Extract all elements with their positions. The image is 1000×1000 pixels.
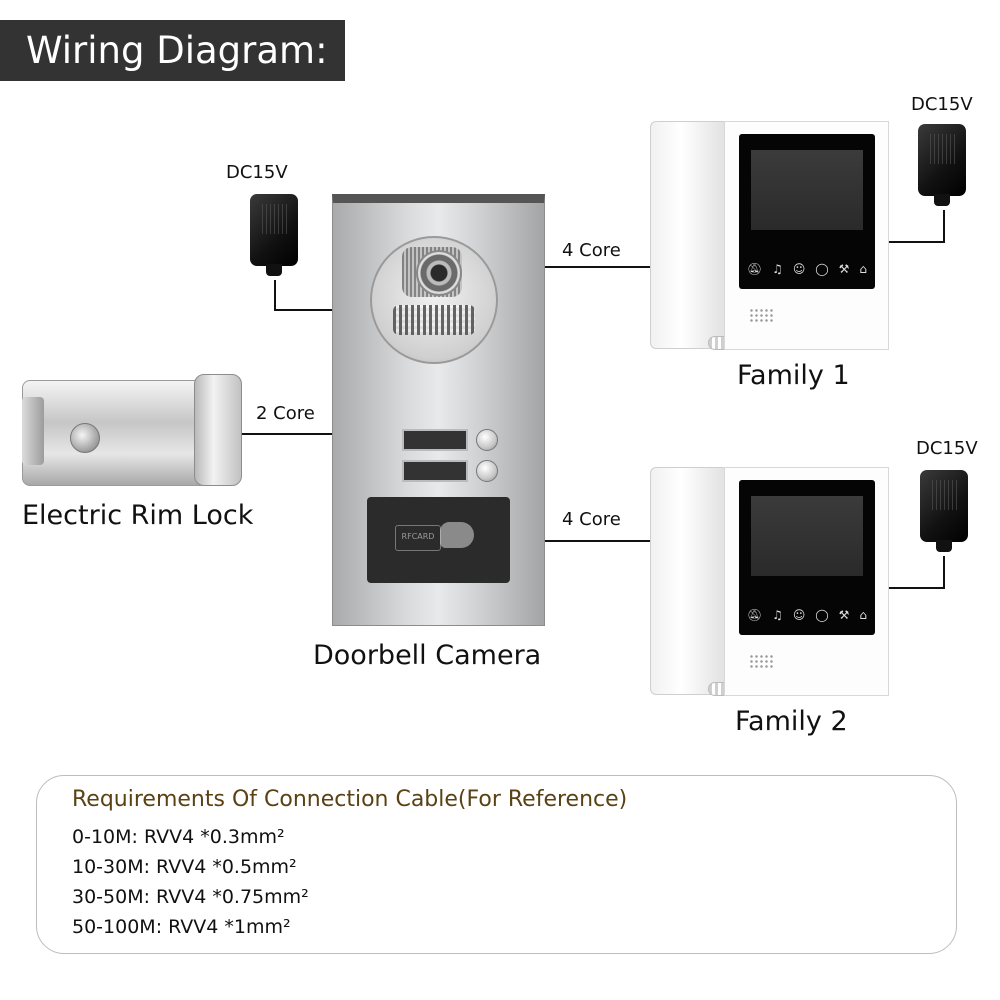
requirement-line: 50-100M: RVV4 *1mm² xyxy=(72,916,291,938)
rfid-hand-icon xyxy=(440,522,474,548)
wire-lock xyxy=(242,433,332,435)
call-button-1 xyxy=(476,429,498,451)
power-label-family-1: DC15V xyxy=(911,94,973,115)
family-2-label: Family 2 xyxy=(735,706,848,737)
mute-icon: 🔕︎ xyxy=(747,262,763,276)
family-2-lcd xyxy=(751,496,863,576)
monitor-icon: ◯ xyxy=(815,262,829,276)
camera-lens-icon xyxy=(416,250,462,296)
power-label-left: DC15V xyxy=(226,162,288,183)
cable-label-lock: 2 Core xyxy=(256,403,315,424)
family-2-screen: 🔕︎ ♫ ☺ ◯ ⚒ ⌂ xyxy=(739,480,875,635)
key-icon: ⚒ xyxy=(838,608,850,622)
cable-label-family-2: 4 Core xyxy=(562,509,621,530)
cable-label-family-1: 4 Core xyxy=(562,240,621,261)
wire-family-1-power-horizontal xyxy=(888,241,945,243)
family-2-monitor: 🔕︎ ♫ ☺ ◯ ⚒ ⌂ xyxy=(724,467,889,696)
rim-lock-side-housing xyxy=(194,374,242,486)
family-2-handset xyxy=(650,467,728,695)
requirements-title: Requirements Of Connection Cable(For Ref… xyxy=(72,787,628,812)
rim-lock-label: Electric Rim Lock xyxy=(22,500,254,531)
requirement-line: 0-10M: RVV4 *0.3mm² xyxy=(72,826,285,848)
rfid-card-icon: RFCARD xyxy=(395,525,441,551)
family-1-handset xyxy=(650,121,728,349)
family-2-mic-grille xyxy=(749,654,775,668)
page-title: Wiring Diagram: xyxy=(0,20,345,81)
mute-icon: 🔕︎ xyxy=(747,608,763,622)
family-1-monitor: 🔕︎ ♫ ☺ ◯ ⚒ ⌂ xyxy=(724,121,889,350)
power-label-family-2: DC15V xyxy=(916,438,978,459)
wire-family-1-power-vertical xyxy=(943,210,945,242)
wire-family-2 xyxy=(545,540,651,542)
user-icon: ☺ xyxy=(792,608,806,622)
monitor-icon: ◯ xyxy=(815,608,829,622)
name-slot-2 xyxy=(402,460,468,482)
rim-lock-cylinder-icon xyxy=(70,423,100,453)
rfid-reader xyxy=(367,497,510,583)
family-1-touch-keys: 🔕︎ ♫ ☺ ◯ ⚒ ⌂ xyxy=(747,262,867,278)
power-adapter-family-2-icon xyxy=(920,470,968,552)
requirement-line: 30-50M: RVV4 *0.75mm² xyxy=(72,886,309,908)
wire-family-2-power-vertical xyxy=(943,556,945,588)
family-1-label: Family 1 xyxy=(737,360,850,391)
requirement-line: 10-30M: RVV4 *0.5mm² xyxy=(72,856,297,878)
family-1-mic-grille xyxy=(749,308,775,322)
rim-lock-faceplate xyxy=(22,397,44,465)
rim-lock-body xyxy=(22,380,210,486)
family-1-screen: 🔕︎ ♫ ☺ ◯ ⚒ ⌂ xyxy=(739,134,875,289)
family-2-touch-keys: 🔕︎ ♫ ☺ ◯ ⚒ ⌂ xyxy=(747,608,867,624)
family-1-lcd xyxy=(751,150,863,230)
doorbell-speaker-grille xyxy=(393,305,475,335)
menu-icon: ⌂ xyxy=(859,262,867,276)
requirements-panel xyxy=(36,775,957,954)
power-adapter-left-icon xyxy=(250,194,298,276)
wire-left-power-horizontal xyxy=(274,309,332,311)
name-slot-1 xyxy=(402,429,468,451)
key-icon: ⚒ xyxy=(838,262,850,276)
wire-family-2-power-horizontal xyxy=(888,587,945,589)
music-icon: ♫ xyxy=(772,262,783,276)
power-adapter-family-1-icon xyxy=(918,124,966,206)
music-icon: ♫ xyxy=(772,608,783,622)
menu-icon: ⌂ xyxy=(859,608,867,622)
wire-left-power-vertical xyxy=(274,280,276,310)
wire-family-1 xyxy=(545,266,651,268)
call-button-2 xyxy=(476,460,498,482)
user-icon: ☺ xyxy=(792,262,806,276)
doorbell-label: Doorbell Camera xyxy=(313,640,542,671)
